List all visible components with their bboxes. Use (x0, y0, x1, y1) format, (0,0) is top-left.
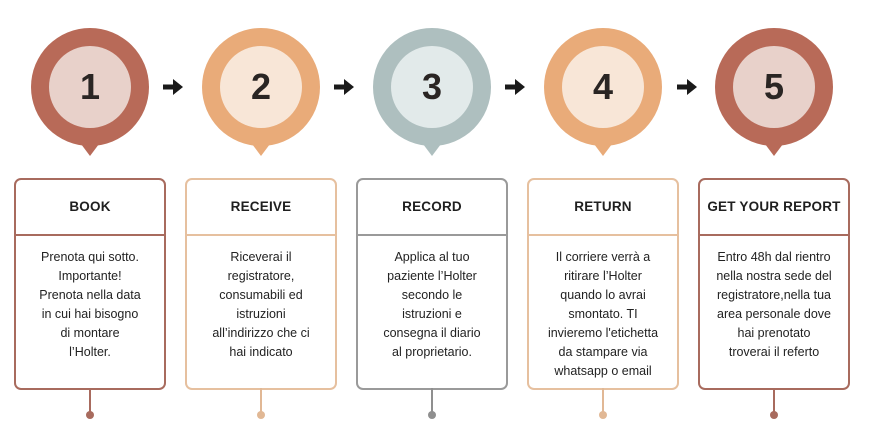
step-1-connector (89, 388, 91, 414)
step-2-marker: 2 (202, 28, 320, 156)
map-pin-icon (544, 28, 662, 156)
step-2-card: RECEIVE Riceverai il registratore, consu… (185, 178, 337, 390)
step-3-description: Applica al tuo paziente l’Holter secondo… (358, 236, 506, 362)
step-4-card: RETURN Il corriere verrà a ritirare l’Ho… (527, 178, 679, 390)
description-line: registratore,nella tua (717, 288, 831, 302)
description-line: Applica al tuo (394, 250, 470, 264)
step-2-dot (257, 411, 265, 419)
description-line: invieremo l'etichetta (547, 326, 659, 340)
step-4-marker: 4 (544, 28, 662, 156)
step-5-dot (770, 411, 778, 419)
arrow-right-icon (334, 79, 354, 95)
step-1-card: BOOK Prenota qui sotto. Importante! Pren… (14, 178, 166, 390)
step-4-title: RETURN (529, 180, 677, 236)
description-line: smontato. TI (568, 307, 638, 321)
step-5-description: Entro 48h dal rientro nella nostra sede … (700, 236, 848, 362)
step-1-description: Prenota qui sotto. Importante! Prenota n… (16, 236, 164, 362)
step-5: 5 GET YOUR REPORT Entro 48h dal rientro … (698, 0, 850, 446)
arrow-right-icon (163, 79, 183, 95)
description-line: Il corriere verrà a (555, 250, 651, 264)
step-5-connector (773, 388, 775, 414)
description-line: istruzioni (236, 307, 286, 321)
step-4: 4 RETURN Il corriere verrà a ritirare l’… (527, 0, 679, 446)
step-1-marker: 1 (31, 28, 149, 156)
step-3-card: RECORD Applica al tuo paziente l’Holter … (356, 178, 508, 390)
step-1-title: BOOK (16, 180, 164, 236)
map-pin-icon (373, 28, 491, 156)
step-3-dot (428, 411, 436, 419)
description-line: istruzioni e (402, 307, 462, 321)
step-1-number: 1 (79, 66, 101, 107)
step-5-marker: 5 (715, 28, 833, 156)
description-line: nella nostra sede del (716, 269, 832, 283)
step-5-card: GET YOUR REPORT Entro 48h dal rientro ne… (698, 178, 850, 390)
description-line: all’indirizzo che ci (212, 326, 310, 340)
step-4-connector (602, 388, 604, 414)
step-1: 1 BOOK Prenota qui sotto. Importante! Pr… (14, 0, 166, 446)
step-5-number: 5 (763, 66, 785, 107)
description-line: Importante! (58, 269, 122, 283)
step-1-dot (86, 411, 94, 419)
description-line: l’Holter. (69, 345, 111, 359)
step-4-description: Il corriere verrà a ritirare l’Holter qu… (529, 236, 677, 381)
step-2-title: RECEIVE (187, 180, 335, 236)
description-line: al proprietario. (392, 345, 472, 359)
arrow-right-icon (505, 79, 525, 95)
step-5-title: GET YOUR REPORT (700, 180, 848, 236)
description-line: hai prenotato (737, 326, 811, 340)
step-2-connector (260, 388, 262, 414)
map-pin-icon (715, 28, 833, 156)
description-line: Prenota nella data (39, 288, 141, 302)
description-line: secondo le (401, 288, 463, 302)
step-3: 3 RECORD Applica al tuo paziente l’Holte… (356, 0, 508, 446)
description-line: paziente l’Holter (387, 269, 477, 283)
map-pin-icon (202, 28, 320, 156)
description-line: Entro 48h dal rientro (717, 250, 831, 264)
step-3-connector (431, 388, 433, 414)
step-2-number: 2 (250, 66, 272, 107)
step-4-dot (599, 411, 607, 419)
description-line: consumabili ed (219, 288, 303, 302)
description-line: quando lo avrai (560, 288, 646, 302)
description-line: in cui hai bisogno (41, 307, 139, 321)
description-line: registratore, (227, 269, 295, 283)
description-line: consegna il diario (383, 326, 481, 340)
step-3-title: RECORD (358, 180, 506, 236)
map-pin-icon (31, 28, 149, 156)
arrow-right-icon (677, 79, 697, 95)
description-line: di montare (60, 326, 120, 340)
step-3-marker: 3 (373, 28, 491, 156)
description-line: ritirare l’Holter (564, 269, 642, 283)
description-line: area personale dove (717, 307, 831, 321)
description-line: Prenota qui sotto. (41, 250, 139, 264)
step-4-number: 4 (592, 66, 614, 107)
description-line: Riceverai il (230, 250, 292, 264)
description-line: hai indicato (229, 345, 293, 359)
description-line: troverai il referto (728, 345, 820, 359)
step-3-number: 3 (421, 66, 443, 107)
description-line: whatsapp o email (554, 364, 652, 378)
step-2-description: Riceverai il registratore, consumabili e… (187, 236, 335, 362)
description-line: da stampare via (558, 345, 648, 359)
step-2: 2 RECEIVE Riceverai il registratore, con… (185, 0, 337, 446)
